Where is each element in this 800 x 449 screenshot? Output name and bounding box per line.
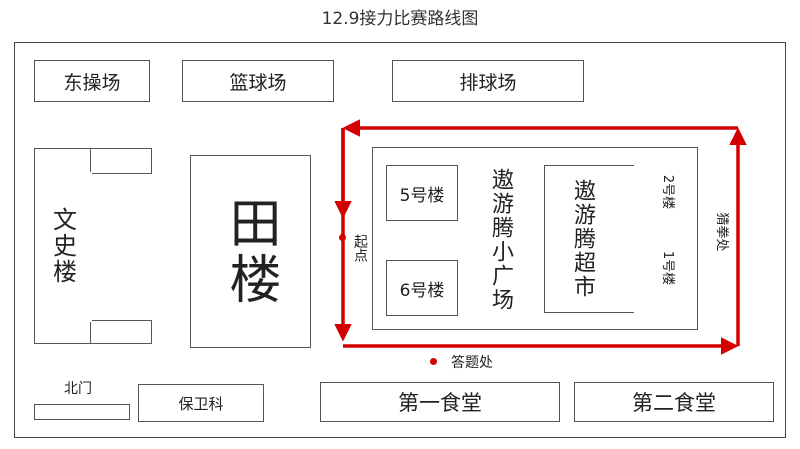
wenshi-wing-bottom bbox=[90, 320, 152, 344]
east-field-label: 东操场 bbox=[63, 71, 121, 94]
security-office-label: 保卫科 bbox=[178, 394, 224, 413]
map-title: 12.9接力比赛路线图 bbox=[321, 9, 479, 29]
building-6 bbox=[386, 260, 458, 316]
wenshi-spine bbox=[90, 172, 92, 322]
basketball-court-label: 篮球场 bbox=[229, 71, 287, 94]
canteen-2 bbox=[574, 382, 774, 422]
wenshi-wing-top bbox=[90, 148, 152, 174]
guess-marker-label: 猜拳处 bbox=[714, 212, 730, 252]
canteen-2-label: 第二食堂 bbox=[632, 391, 716, 415]
answer-marker-dot bbox=[430, 358, 437, 365]
market bbox=[544, 165, 634, 313]
volleyball-court bbox=[392, 60, 584, 102]
building-6-label: 6号楼 bbox=[399, 280, 445, 301]
wenshi-building-label: 文史楼 bbox=[48, 207, 77, 285]
building-5-label: 5号楼 bbox=[399, 185, 445, 206]
market-label: 遨游腾超市 bbox=[570, 179, 595, 299]
start-marker-dot bbox=[339, 234, 346, 241]
basketball-court bbox=[182, 60, 334, 102]
canteen-1-label: 第一食堂 bbox=[398, 391, 482, 415]
wenshi-building bbox=[34, 148, 92, 344]
small-square-label: 遨游腾小广场 bbox=[488, 168, 513, 312]
answer-marker-label: 答题处 bbox=[451, 355, 493, 371]
east-field bbox=[34, 60, 150, 102]
building-5 bbox=[386, 165, 458, 221]
tian-building-label: 田楼 bbox=[220, 195, 280, 308]
canteen-1 bbox=[320, 382, 560, 422]
volleyball-court-label: 排球场 bbox=[459, 71, 517, 94]
north-gate bbox=[34, 404, 130, 420]
tian-building bbox=[190, 155, 311, 348]
start-marker-label: 起点 bbox=[352, 234, 368, 262]
north-gate-label: 北门 bbox=[64, 381, 92, 397]
security-office bbox=[138, 384, 264, 422]
